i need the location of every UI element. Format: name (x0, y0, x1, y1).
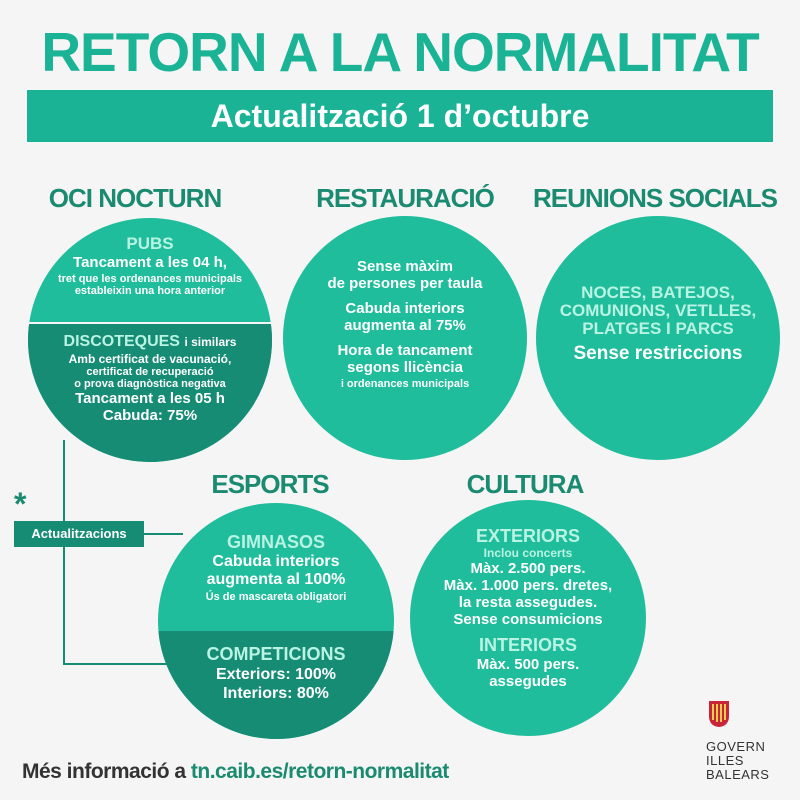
esports-heading: ESPORTS (211, 469, 329, 499)
gym-line-3: Ús de mascareta obligatori (205, 591, 347, 603)
logo-line-1: GOVERN (706, 739, 766, 754)
rest-line-7: i ordenances municipals (340, 378, 470, 390)
pubs-note-2: estableixin una hora anterior (74, 285, 226, 297)
exteriors-title: EXTERIORS (475, 526, 581, 546)
int-line-1: Màx. 500 pers. (476, 656, 580, 673)
cultura-heading: CULTURA (466, 469, 585, 499)
logo-line-2: ILLES (706, 753, 744, 768)
rest-line-2: de persones per taula (327, 275, 483, 292)
rest-line-3: Cabuda interiors (345, 300, 465, 317)
comp-line-2: Interiors: 80% (223, 685, 329, 702)
restauracio-circle: Sense màxim de persones per taula Cabuda… (283, 216, 527, 460)
disco-closing: Tancament a les 05 h (75, 390, 225, 407)
oci-divider (28, 322, 272, 324)
connector-competicions (63, 663, 183, 665)
oci-heading: OCI NOCTURN (48, 183, 222, 213)
logo-line-3: BALEARS (706, 767, 770, 782)
rest-line-6: segons llicència (347, 359, 463, 376)
reunions-line-1: NOCES, BATEJOS, (581, 283, 735, 302)
oci-circle: PUBS Tancament a les 04 h, tret que les … (28, 218, 272, 462)
cultura-circle: EXTERIORS Inclou concerts Màx. 2.500 per… (410, 500, 646, 736)
ext-line-1: Inclou concerts (483, 546, 573, 560)
disco-line-3: o prova diagnòstica negativa (74, 378, 226, 390)
rest-line-4: augmenta al 75% (344, 317, 466, 334)
page-title: RETORN A LA NORMALITAT (41, 21, 759, 83)
update-date-banner: Actualització 1 d’octubre (27, 90, 773, 142)
rest-line-5: Hora de tancament (337, 342, 473, 359)
pubs-title: PUBS (126, 234, 174, 253)
reunions-no-restrictions: Sense restriccions (573, 343, 743, 364)
comp-line-1: Exteriors: 100% (215, 666, 337, 683)
int-line-2: assegudes (489, 673, 567, 690)
discoteques-section: DISCOTEQUES i similars Amb certificat de… (28, 324, 272, 462)
pubs-closing: Tancament a les 04 h, (73, 254, 227, 271)
discoteques-title: DISCOTEQUES (63, 333, 180, 350)
govern-logo: GOVERN ILLES BALEARS (706, 700, 786, 782)
disco-line-2: certificat de recuperació (86, 366, 214, 378)
reunions-heading: REUNIONS SOCIALS (532, 183, 778, 213)
restauracio-heading: RESTAURACIÓ (316, 183, 495, 213)
more-info: Més informació a tn.caib.es/retorn-norma… (22, 760, 449, 784)
pubs-note-1: tret que les ordenances municipals (57, 273, 242, 285)
connector-vertical (63, 440, 65, 665)
disco-capacity: Cabuda: 75% (102, 407, 198, 424)
reunions-line-2: COMUNIONS, VETLLES, (559, 301, 757, 320)
discoteques-suffix: i similars (184, 335, 237, 349)
gym-line-1: Cabuda interiors (212, 553, 340, 570)
competicions-section: COMPETICIONS Exteriors: 100% Interiors: … (158, 631, 394, 739)
more-info-link[interactable]: tn.caib.es/retorn-normalitat (190, 760, 449, 783)
ext-line-4: la resta assegudes. (458, 594, 598, 611)
reunions-line-3: PLATGES I PARCS (582, 319, 734, 338)
reunions-circle: NOCES, BATEJOS, COMUNIONS, VETLLES, PLAT… (536, 216, 780, 460)
gimnasos-title: GIMNASOS (226, 532, 325, 552)
interiors-title: INTERIORS (478, 635, 577, 655)
gym-line-2: augmenta al 100% (206, 571, 346, 588)
asterisk-icon: * (14, 486, 27, 522)
esports-circle: GIMNASOS Cabuda interiors augmenta al 10… (158, 503, 394, 739)
ext-line-3: Màx. 1.000 pers. dretes, (443, 577, 613, 594)
rest-line-1: Sense màxim (357, 258, 453, 275)
more-info-prefix: Més informació a (22, 760, 186, 783)
ext-line-2: Màx. 2.500 pers. (470, 560, 586, 577)
updates-label: Actualitzacions (14, 521, 144, 547)
ext-line-5: Sense consumicions (453, 611, 603, 628)
pubs-section: PUBS Tancament a les 04 h, tret que les … (28, 218, 272, 322)
gimnasos-section: GIMNASOS Cabuda interiors augmenta al 10… (158, 503, 394, 627)
coat-of-arms-icon (709, 701, 729, 727)
disco-line-1: Amb certificat de vacunació, (68, 352, 232, 366)
competicions-title: COMPETICIONS (206, 644, 346, 664)
